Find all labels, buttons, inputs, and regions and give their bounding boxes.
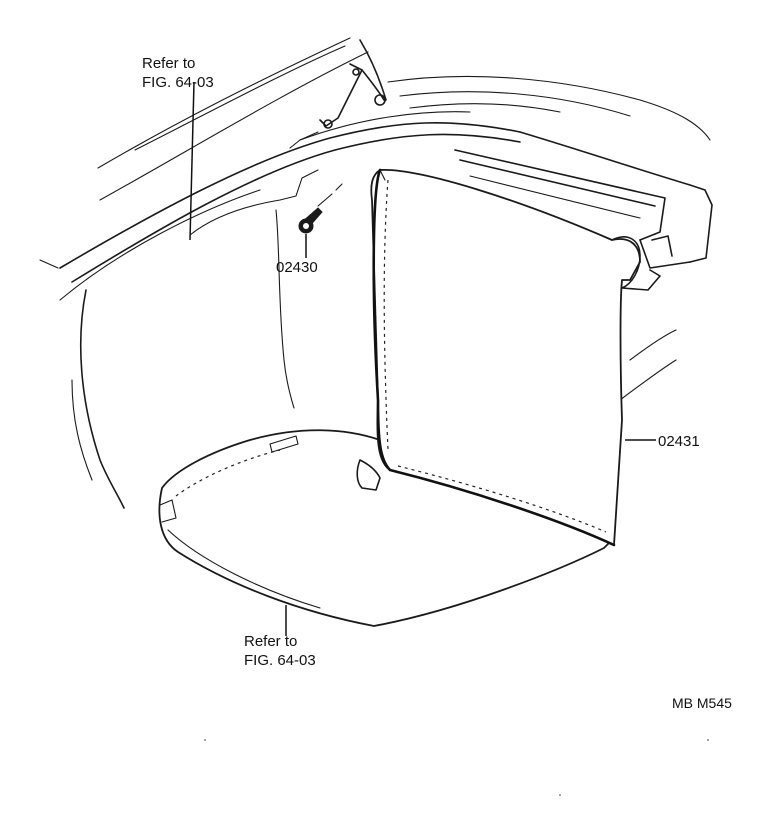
scan-specks (204, 739, 709, 796)
refer-top-line2: FIG. 64-03 (142, 74, 214, 91)
refer-bottom-line1: Refer to (244, 633, 297, 650)
rear-deck-outline (39, 37, 711, 301)
trunk-rear-panel (454, 131, 713, 401)
trunk-hinge-icon (289, 39, 387, 149)
side-wall-outline (71, 169, 319, 509)
part-number-screw: 02430 (276, 259, 318, 276)
refer-top-line1: Refer to (142, 55, 195, 72)
part-number-cover: 02431 (658, 433, 700, 450)
leader-lines (189, 81, 656, 636)
figure-code: MB M545 (672, 695, 732, 711)
refer-bottom-line2: FIG. 64-03 (244, 652, 316, 669)
trunk-side-cover-icon (356, 168, 661, 547)
trunk-floor-mat (158, 429, 613, 627)
screw-icon (298, 183, 343, 234)
